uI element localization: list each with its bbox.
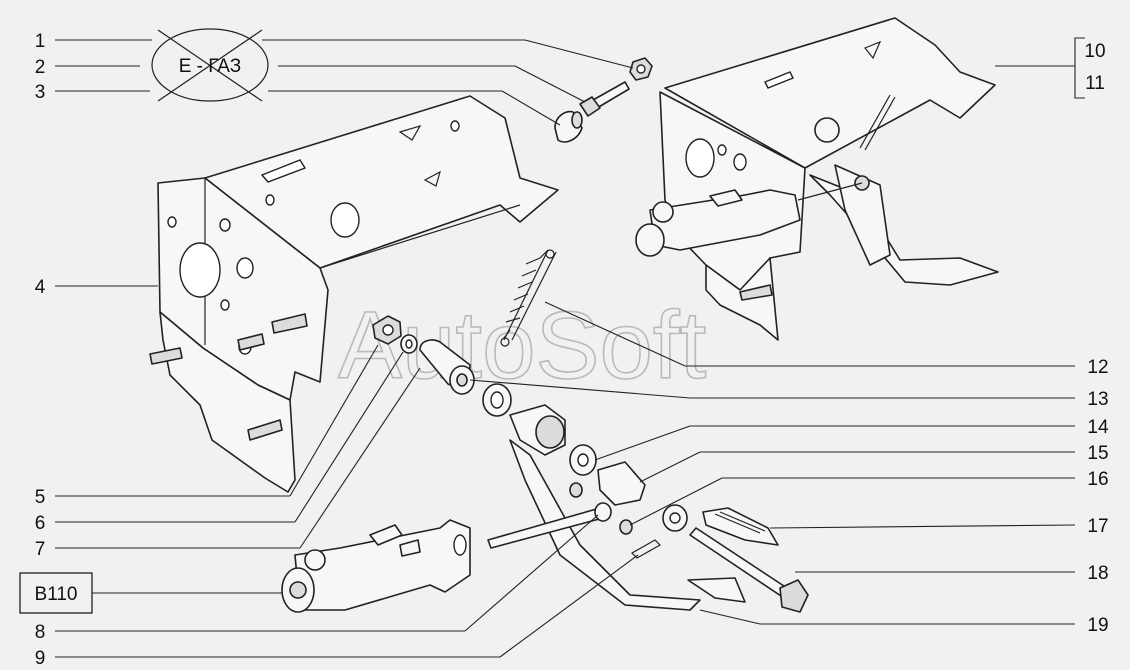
small-washers	[619, 504, 688, 559]
callout-13: 13	[1087, 389, 1108, 410]
pedal-pad-17	[702, 507, 779, 546]
variant-note-text: Е - ГАЗ	[179, 56, 242, 77]
callout-15: 15	[1087, 443, 1108, 464]
master-cylinder-b110	[281, 519, 471, 613]
spring-12	[500, 249, 557, 347]
callout-1: 1	[35, 31, 46, 52]
callout-7: 7	[35, 539, 46, 560]
bolt-18	[689, 527, 809, 613]
washer-6	[400, 334, 418, 354]
variant-box: В110	[19, 572, 282, 614]
pedal-rod	[487, 502, 612, 549]
callout-6: 6	[35, 513, 46, 534]
pedal-assembly-right	[635, 17, 999, 341]
callout-12: 12	[1087, 357, 1108, 378]
callout-19: 19	[1087, 615, 1108, 636]
callout-16: 16	[1087, 469, 1108, 490]
callout-2: 2	[35, 57, 46, 78]
callout-18: 18	[1087, 563, 1108, 584]
leader-lines	[55, 37, 1085, 658]
callout-9: 9	[35, 648, 46, 669]
watermark: AutoSoft	[338, 292, 706, 399]
variant-box-label: В110	[35, 584, 78, 605]
callout-10: 10	[1084, 41, 1105, 62]
nut-1	[629, 57, 653, 81]
callout-4: 4	[35, 277, 46, 298]
callout-8: 8	[35, 622, 46, 643]
bushing-set	[419, 339, 646, 506]
callout-14: 14	[1087, 417, 1109, 438]
pedal-bracket-left	[149, 95, 559, 493]
cap-3	[554, 110, 583, 143]
callout-17: 17	[1087, 516, 1108, 537]
variant-note: Е - ГАЗ	[151, 28, 269, 102]
callout-11: 11	[1085, 73, 1105, 94]
bolt-2	[579, 81, 630, 117]
callout-numbers: 1 2 3 4 5 6 7 8 9 10 11 12 13 14 15 16 1…	[35, 31, 1109, 669]
nut-5	[372, 315, 402, 345]
callout-5: 5	[35, 487, 46, 508]
callout-3: 3	[35, 82, 46, 103]
